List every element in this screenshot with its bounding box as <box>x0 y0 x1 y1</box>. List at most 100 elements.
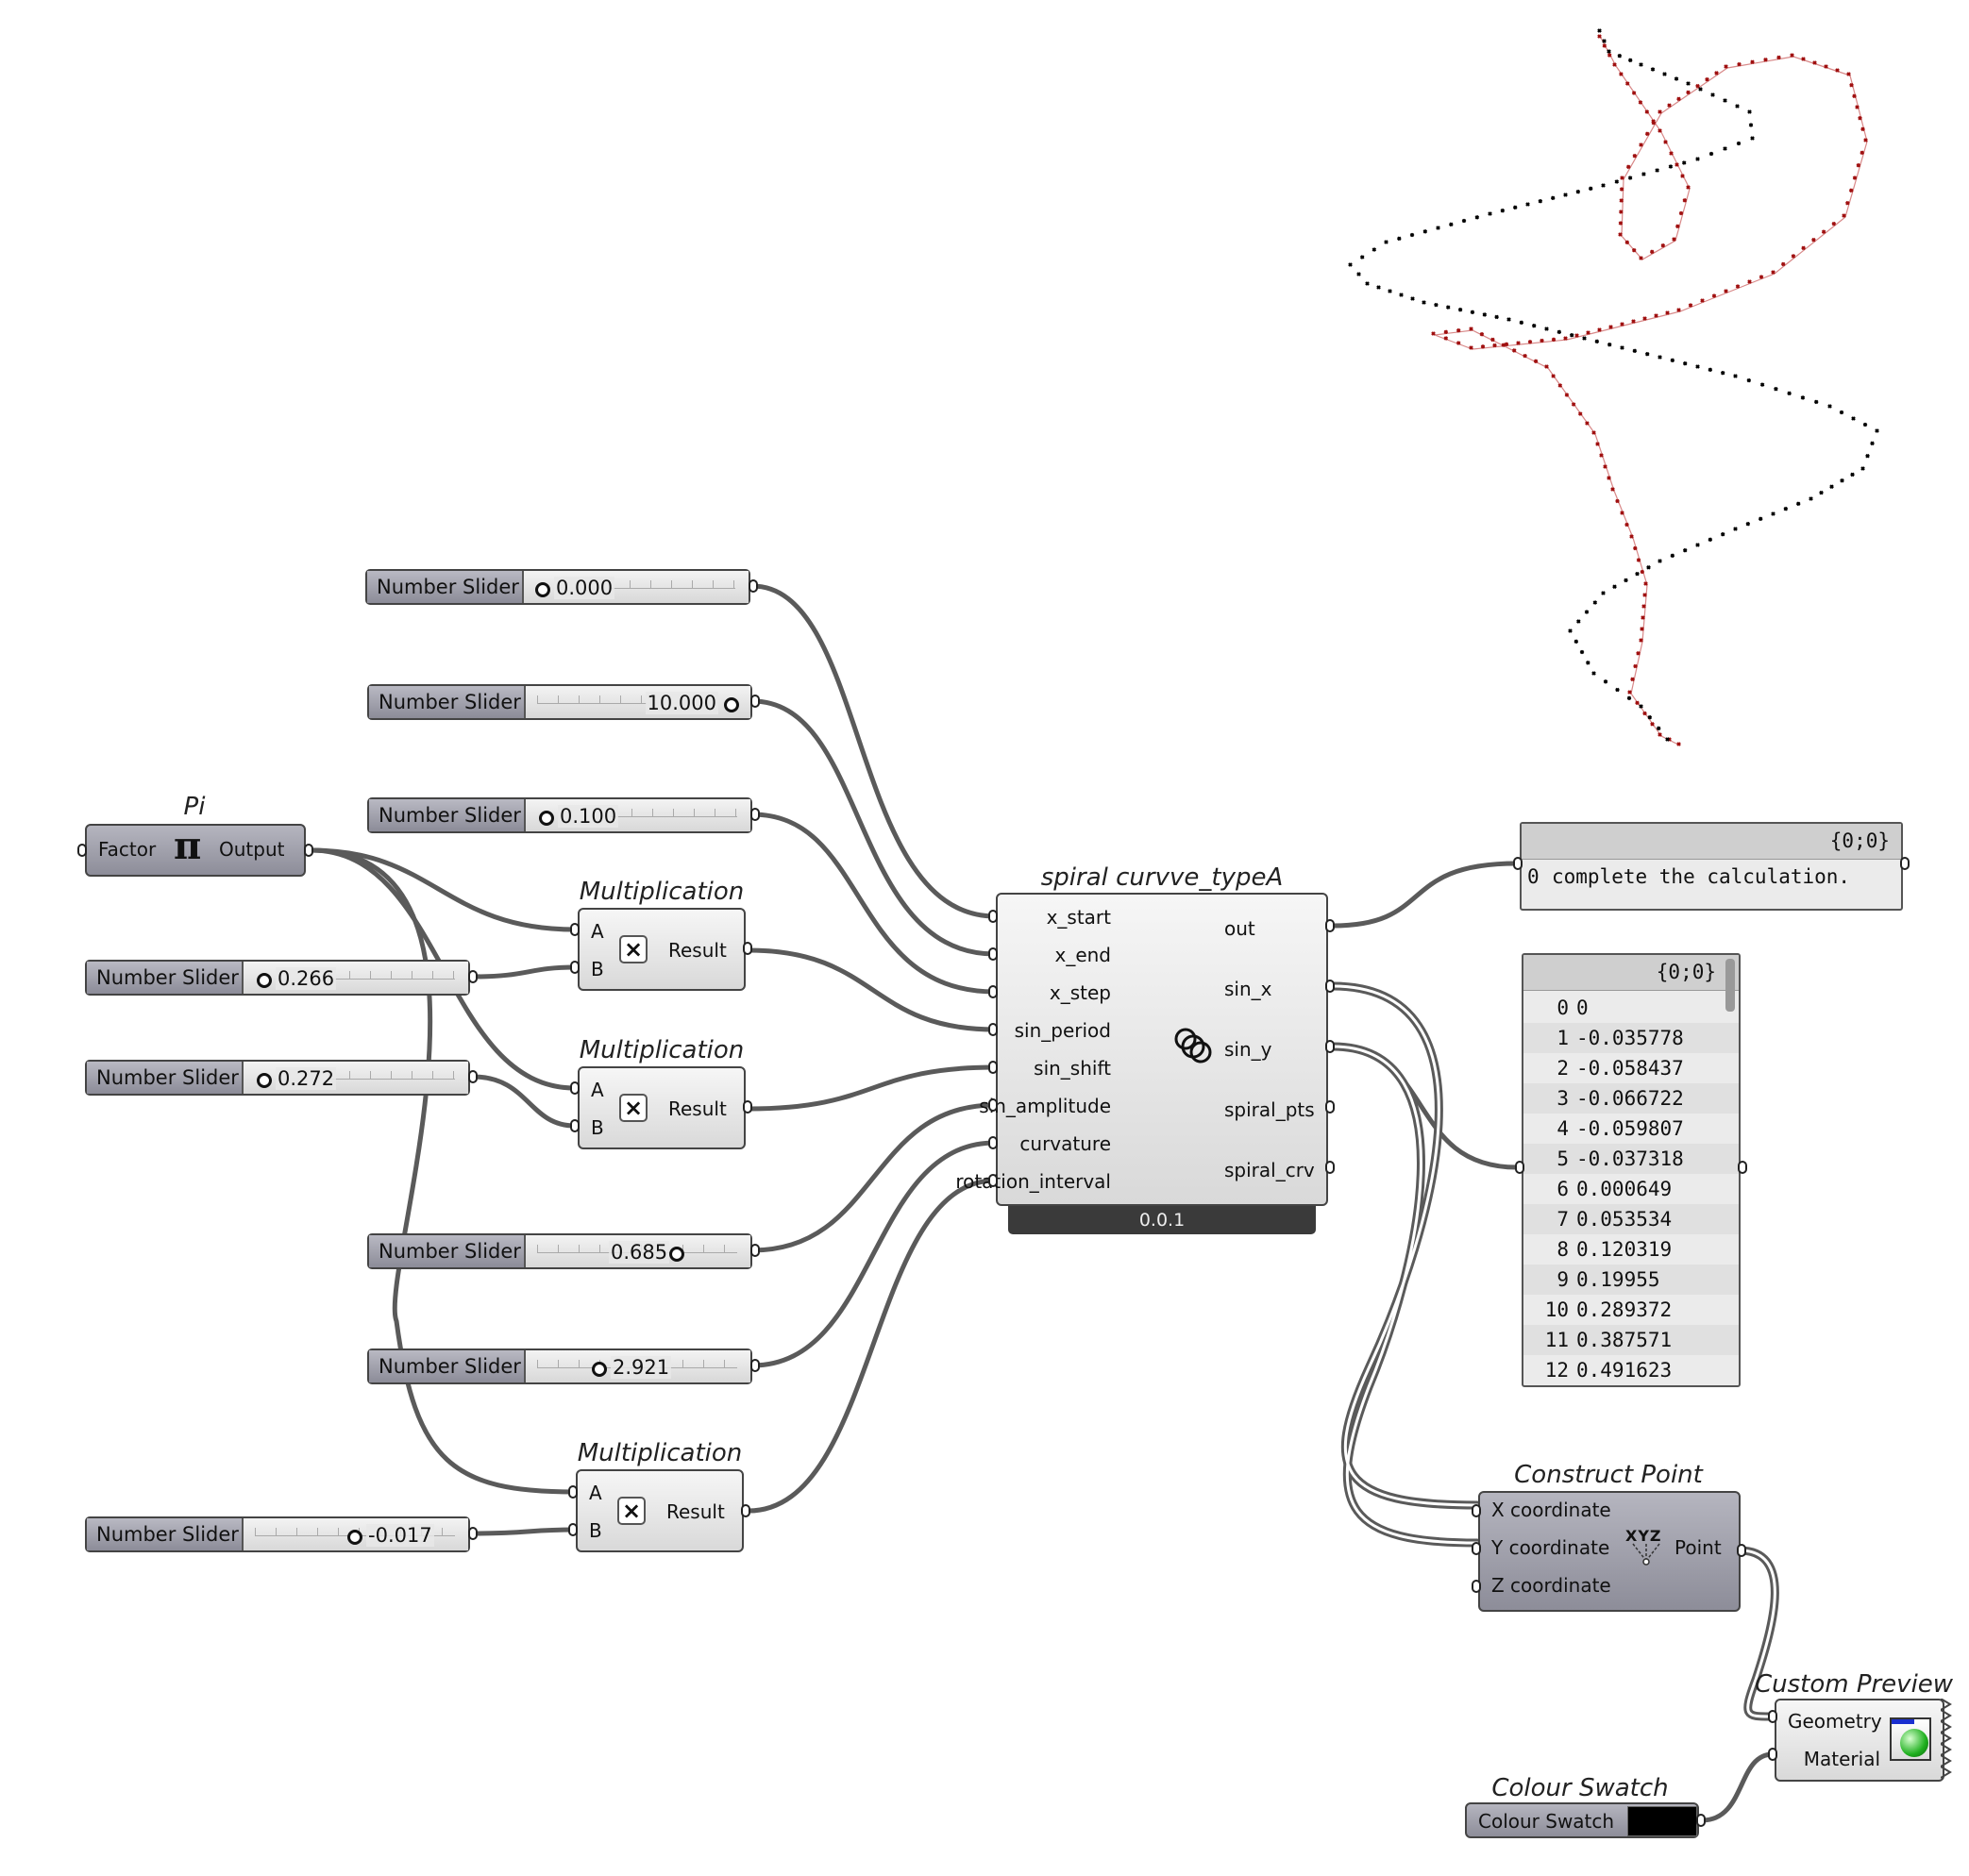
number-slider-sin-amplitude[interactable]: Number Slider 2.921 <box>367 1348 752 1384</box>
wire <box>749 583 998 919</box>
panel-out[interactable]: {0;0} 0 complete the calculation. <box>1520 822 1903 911</box>
spiral-output-port[interactable] <box>1325 1040 1335 1053</box>
slider-output-port[interactable] <box>750 808 760 821</box>
mult-result-port[interactable] <box>741 1504 750 1517</box>
list-row-index: 11 <box>1544 1329 1569 1351</box>
spiral-input-port[interactable] <box>988 947 998 961</box>
panel-input-port[interactable] <box>1515 1161 1524 1174</box>
spiral-input-port[interactable] <box>988 1136 998 1149</box>
mult-a-port[interactable] <box>568 1485 578 1499</box>
spiral-output-port[interactable] <box>1325 980 1335 993</box>
cp-input-label: Z coordinate <box>1491 1574 1611 1597</box>
number-slider-x-start[interactable]: Number Slider 0.000 <box>365 569 750 605</box>
number-slider-factor-a[interactable]: Number Slider 0.266 <box>85 960 470 996</box>
slider-knob[interactable] <box>669 1247 684 1262</box>
list-row-index: 7 <box>1557 1208 1569 1231</box>
list-row-value: -0.037318 <box>1576 1147 1684 1170</box>
spiral-input-port[interactable] <box>988 910 998 923</box>
slider-output-port[interactable] <box>468 1527 478 1540</box>
construct-point-component[interactable]: X coordinate Y coordinate Z coordinate X… <box>1478 1491 1741 1612</box>
pi-factor-port[interactable] <box>77 844 87 857</box>
colour-swatch-component[interactable]: Colour Swatch <box>1465 1802 1699 1838</box>
slider-rail[interactable]: -0.017 <box>244 1518 468 1550</box>
slider-output-port[interactable] <box>468 1070 478 1083</box>
pi-component[interactable]: Factor π Output <box>85 824 306 877</box>
cp-point-port[interactable] <box>1737 1544 1746 1557</box>
cp-y-port[interactable] <box>1472 1542 1481 1555</box>
wire <box>746 1064 998 1112</box>
list-row-index: 0 <box>1557 997 1569 1019</box>
slider-knob[interactable] <box>535 582 550 597</box>
pi-output-port[interactable] <box>304 844 313 857</box>
cp-x-port[interactable] <box>1472 1504 1481 1517</box>
multiplication-component-1[interactable]: A B × Result <box>578 908 746 991</box>
spiral-points-red <box>1431 34 1868 746</box>
slider-knob[interactable] <box>539 811 554 826</box>
slider-knob[interactable] <box>724 697 739 712</box>
slider-value: 0.685 <box>609 1241 670 1264</box>
spiral-input-port[interactable] <box>988 1023 998 1036</box>
wire <box>749 812 998 995</box>
slider-rail[interactable]: 0.272 <box>244 1062 468 1094</box>
slider-rail[interactable]: 10.000 <box>526 686 750 718</box>
spiral-output-port[interactable] <box>1325 919 1335 932</box>
spiral-input-label: x_step <box>1049 981 1111 1004</box>
preview-geometry-port[interactable] <box>1768 1710 1777 1723</box>
spiral-output-port[interactable] <box>1325 1161 1335 1174</box>
multiplication-component-2[interactable]: A B × Result <box>578 1066 746 1149</box>
panel-input-port[interactable] <box>1513 857 1523 870</box>
colour-swatch-port[interactable] <box>1696 1814 1706 1827</box>
mult-b-port[interactable] <box>570 1119 580 1132</box>
number-slider-x-step[interactable]: Number Slider 0.100 <box>367 797 752 833</box>
mult-b-port[interactable] <box>570 961 580 974</box>
colour-swatch-color[interactable] <box>1627 1806 1697 1836</box>
slider-rail[interactable]: 0.100 <box>526 799 750 831</box>
number-slider-factor-b[interactable]: Number Slider 0.272 <box>85 1060 470 1096</box>
slider-rail[interactable]: 0.266 <box>244 962 468 994</box>
list-row-value: 0.120319 <box>1576 1238 1673 1261</box>
slider-rail[interactable]: 0.685 <box>526 1235 750 1267</box>
slider-output-port[interactable] <box>750 1359 760 1372</box>
spiral-component[interactable]: x_start x_end x_step sin_period sin_shif… <box>955 893 1328 1206</box>
slider-knob[interactable] <box>257 973 272 988</box>
slider-rail[interactable]: 2.921 <box>526 1350 750 1382</box>
panel-output-port[interactable] <box>1900 857 1910 870</box>
slider-output-port[interactable] <box>750 695 760 708</box>
spiral-input-port[interactable] <box>988 1061 998 1074</box>
panel-output-port[interactable] <box>1738 1161 1747 1174</box>
cp-z-port[interactable] <box>1472 1580 1481 1593</box>
number-slider-factor-c[interactable]: Number Slider -0.017 <box>85 1516 470 1552</box>
slider-rail[interactable]: 0.000 <box>524 571 749 603</box>
slider-knob[interactable] <box>257 1073 272 1088</box>
slider-value: 2.921 <box>611 1356 672 1379</box>
preview-material-port[interactable] <box>1768 1748 1777 1761</box>
number-slider-curvature[interactable]: Number Slider 0.685 <box>367 1233 752 1269</box>
wire <box>1330 861 1520 929</box>
mult-result-port[interactable] <box>743 1100 752 1114</box>
mult-a-port[interactable] <box>570 1081 580 1095</box>
number-slider-x-end[interactable]: Number Slider 10.000 <box>367 684 752 720</box>
slider-output-port[interactable] <box>749 579 758 593</box>
mult-result-port[interactable] <box>743 942 752 955</box>
slider-knob[interactable] <box>592 1362 607 1377</box>
slider-knob[interactable] <box>347 1530 362 1545</box>
custom-preview-component[interactable]: Geometry Material <box>1775 1699 1944 1782</box>
spiral-input-label: sin_amplitude <box>979 1095 1111 1117</box>
slider-output-port[interactable] <box>468 970 478 983</box>
spiral-output-port[interactable] <box>1325 1100 1335 1114</box>
mult-b-port[interactable] <box>568 1523 578 1536</box>
multiplication-component-3[interactable]: A B × Result <box>576 1469 744 1552</box>
slider-output-port[interactable] <box>750 1244 760 1257</box>
mult-a-port[interactable] <box>570 923 580 936</box>
spiral-input-port[interactable] <box>988 1174 998 1187</box>
list-row-index: 5 <box>1557 1147 1569 1170</box>
spiral-input-port[interactable] <box>988 985 998 998</box>
wire <box>746 947 998 1032</box>
wire <box>470 1527 578 1536</box>
spiral-input-port[interactable] <box>988 1098 998 1112</box>
panel-scrollbar[interactable] <box>1725 959 1735 1012</box>
